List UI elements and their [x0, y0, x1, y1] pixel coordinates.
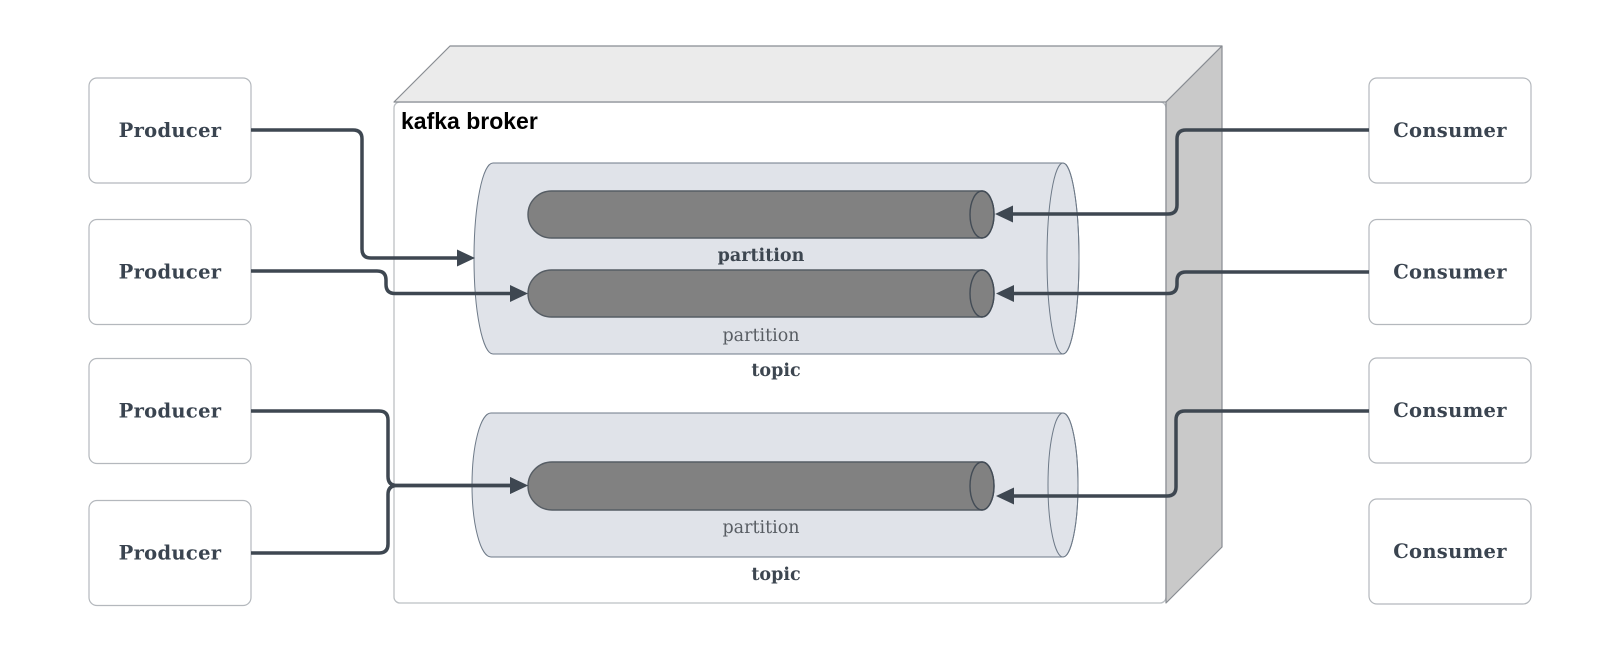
topic-2-partition-1-rim — [969, 461, 995, 511]
topic-1-partition-2-bar — [527, 269, 995, 318]
topic-1-partition-1-label: partition — [718, 246, 805, 266]
edge-producer-4-to-topic-2-partition-1 — [251, 483, 511, 555]
topic-2-label: topic — [751, 565, 800, 585]
edge-producer-2-to-topic-1-partition-2 — [251, 269, 511, 296]
consumer-3-label: Consumer — [1393, 399, 1507, 422]
kafka-broker-label: kafka broker — [401, 108, 538, 134]
consumer-4-label: Consumer — [1393, 540, 1507, 563]
edge-topic-2-partition-1-to-consumer-3 — [1013, 409, 1369, 498]
arrowhead-producer-4-to-topic-2-partition-1 — [510, 477, 528, 494]
topic-1-partition-2-rim — [969, 269, 995, 318]
topic-1-partition-1-bar — [527, 190, 995, 239]
arrowhead-topic-2-partition-1-to-consumer-3 — [996, 487, 1014, 505]
topic-1-partition-2-label: partition — [722, 326, 799, 346]
producer-1-label: Producer — [119, 119, 222, 142]
producer-2-label: Producer — [119, 261, 222, 284]
arrowhead-topic-1-partition-2-to-consumer-2 — [996, 285, 1014, 302]
topic-1-label: topic — [751, 361, 800, 381]
edge-topic-1-partition-1-to-consumer-1 — [1012, 128, 1369, 216]
arrowhead-producer-1-to-topic-1 — [457, 249, 475, 267]
arrowhead-topic-1-partition-1-to-consumer-1 — [995, 205, 1013, 223]
topic-2-partition-1-label: partition — [722, 518, 799, 538]
arrowhead-producer-2-to-topic-1-partition-2 — [510, 285, 528, 302]
consumer-2-label: Consumer — [1393, 261, 1507, 284]
topic-1-rim — [1046, 162, 1080, 355]
producer-4-label: Producer — [119, 542, 222, 565]
consumer-4-box — [1368, 498, 1532, 605]
producer-3-label: Producer — [119, 400, 222, 423]
edge-topic-1-partition-2-to-consumer-2 — [1013, 270, 1369, 296]
topic-2-rim — [1047, 412, 1079, 558]
kafka-broker-side-face — [1165, 45, 1223, 604]
kafka-broker-top-face — [393, 45, 1223, 103]
topic-1-partition-1-rim — [969, 190, 995, 239]
topic-2-partition-1-bar — [527, 461, 995, 511]
edge-producer-1-to-topic-1 — [251, 128, 458, 260]
consumer-1-label: Consumer — [1393, 119, 1507, 142]
